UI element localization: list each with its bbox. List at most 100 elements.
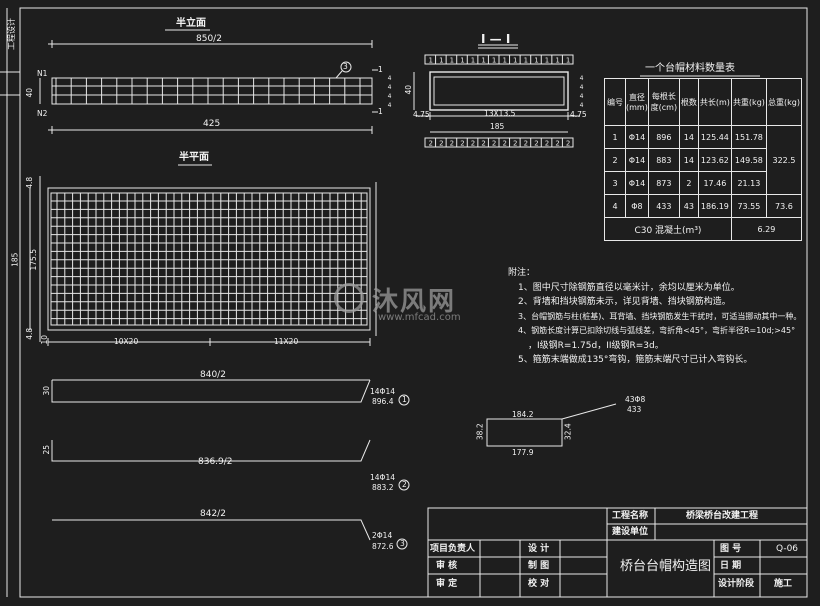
- bar1-total: 896.4: [372, 397, 394, 406]
- tb-num-label: 图 号: [720, 544, 742, 554]
- section-mark-bottom: 1: [378, 107, 383, 116]
- stirrup-spec: 43Φ8: [625, 395, 646, 404]
- elevation-title: 半立面: [176, 18, 206, 29]
- section-bar-number: 1: [513, 57, 517, 65]
- tb-stage-label: 设计阶段: [718, 579, 755, 589]
- section-bar-number: 2: [545, 140, 549, 148]
- concrete-label: C30 混凝土(m³): [604, 217, 732, 241]
- section-bar-number: 2: [429, 140, 433, 148]
- th-len: 每根长度(cm): [647, 78, 680, 126]
- bar2-length: 836.9/2: [198, 457, 233, 467]
- section-spacing: 13X13.5: [484, 109, 516, 118]
- tb-unit-label: 建设单位: [612, 527, 649, 537]
- stirrup-top: 184.2: [512, 410, 534, 419]
- th-weight: 共重(kg): [730, 78, 767, 126]
- elevation-view: [39, 29, 378, 134]
- section-bar-number: 2: [566, 140, 570, 148]
- bar3-callout: 3: [400, 539, 405, 548]
- tb-lead-label: 项目负责人: [430, 544, 476, 554]
- section-bar-number: 1: [502, 57, 506, 65]
- stirrup-left: 38.2: [475, 423, 485, 441]
- plan-right-spacing: 11X20: [274, 337, 299, 346]
- section-bar-number: 2: [502, 140, 506, 148]
- section-width: 185: [490, 122, 505, 131]
- section-mark-top: 1: [378, 65, 383, 74]
- notes-block: 附注： 1、图中尺寸除钢筋直径以毫米计，余均以厘米为单位。 2、背墙和挡块钢筋未…: [508, 266, 808, 368]
- th-total-len: 共长(m): [697, 78, 732, 126]
- tb-date-label: 日 期: [720, 561, 742, 571]
- section-bar-number: 2: [439, 140, 443, 148]
- note-2: 2、背墙和挡块钢筋未示，详见背墙、挡块钢筋构造。: [518, 297, 731, 307]
- note-4: 4、钢筋长度计算已扣除切线与弧线差，弯折角<45°，弯折半径R=10d;>45°: [518, 326, 796, 335]
- tb-project-label: 工程名称: [612, 511, 649, 521]
- watermark-logo-icon: [334, 283, 364, 313]
- elevation-span-dim: 425: [203, 119, 221, 129]
- section-bar-number: 1: [545, 57, 549, 65]
- bar1-height: 30: [42, 385, 52, 396]
- stirrup-detail: [486, 403, 617, 447]
- plan-dim-inner: 175.5: [28, 249, 38, 271]
- bar1-spec: 14Φ14: [370, 387, 395, 396]
- section-edge-right: 4.75: [570, 110, 587, 119]
- elevation-width-dim: 850/2: [196, 34, 222, 44]
- bar2-height: 25: [42, 444, 52, 455]
- plan-dim-top: 4.8: [25, 176, 35, 189]
- plan-title: 半平面: [179, 152, 209, 163]
- section-bar-number: 1: [534, 57, 538, 65]
- total-weight-8: 73.6: [765, 194, 803, 218]
- notes-title: 附注：: [508, 268, 536, 278]
- note-5: 5、箍筋末端做成135°弯钩，箍筋末端尺寸已计入弯钩长。: [518, 355, 753, 365]
- section-bar-number: 2: [555, 140, 559, 148]
- material-table-title: 一个台帽材料数量表: [645, 63, 735, 74]
- note-4b: ，I级钢R=1.75d，II级钢R=3d。: [528, 340, 664, 351]
- side-text: 工程设计: [7, 18, 16, 50]
- note-1: 1、图中尺寸除钢筋直径以毫米计，余均以厘米为单位。: [518, 282, 740, 293]
- section-bar-number: 1: [481, 57, 485, 65]
- bar1-length: 840/2: [200, 370, 226, 380]
- th-dia: 直径(mm): [625, 78, 649, 126]
- section-bar-number: 1: [429, 57, 433, 65]
- bar-details: [51, 379, 410, 550]
- bar3-spec: 2Φ14: [372, 531, 393, 540]
- tb-drawing-title: 桥台台帽构造图: [620, 559, 712, 574]
- label-n1: N1: [37, 69, 48, 78]
- section-bar-number: 2: [471, 140, 475, 148]
- section-bar-number: 1: [566, 57, 570, 65]
- plan-view: [29, 164, 377, 346]
- bar2-total: 883.2: [372, 483, 394, 492]
- bar2-callout: 2: [402, 480, 407, 489]
- note-3: 3、台帽钢筋与柱(桩基)、耳背墙、挡块钢筋发生干扰时，可适当挪动其中一种。: [518, 311, 802, 321]
- plan-edge-dim: 10: [40, 334, 50, 345]
- tb-num-value: Q-06: [776, 544, 799, 554]
- bar1-callout: 1: [402, 395, 407, 404]
- section-bar-number: 2: [460, 140, 464, 148]
- section-bar-number: 2: [450, 140, 454, 148]
- concrete-row: C30 混凝土(m³) 6.29: [604, 217, 803, 241]
- section-bar-number: 1: [555, 57, 559, 65]
- tb-design-label: 设 计: [528, 544, 550, 554]
- tb-stage-value: 施工: [774, 579, 793, 589]
- stirrup-total: 433: [627, 405, 642, 414]
- label-n2: N2: [37, 109, 48, 118]
- elevation-callout-number: 3: [343, 62, 348, 71]
- title-block-lines: [427, 507, 808, 598]
- bar3-total: 872.6: [372, 542, 394, 551]
- bar2-spec: 14Φ14: [370, 473, 395, 482]
- drawing-frame: [19, 7, 808, 598]
- plan-left-spacing: 10X20: [114, 337, 139, 346]
- section-bar-number: 1: [439, 57, 443, 65]
- section-bar-number: 1: [524, 57, 528, 65]
- stirrup-right: 32.4: [563, 423, 573, 441]
- tb-project-value: 桥梁桥台改建工程: [686, 511, 759, 521]
- th-no: 编号: [603, 78, 627, 126]
- section-height-dim: 40: [404, 84, 414, 95]
- bar3-length: 842/2: [200, 509, 226, 519]
- section-bar-number: 1: [450, 57, 454, 65]
- material-table: 编号 直径(mm) 每根长度(cm) 根数 共长(m) 共重(kg) 总重(kg…: [603, 78, 803, 241]
- total-weight-14: 322.5: [765, 125, 803, 195]
